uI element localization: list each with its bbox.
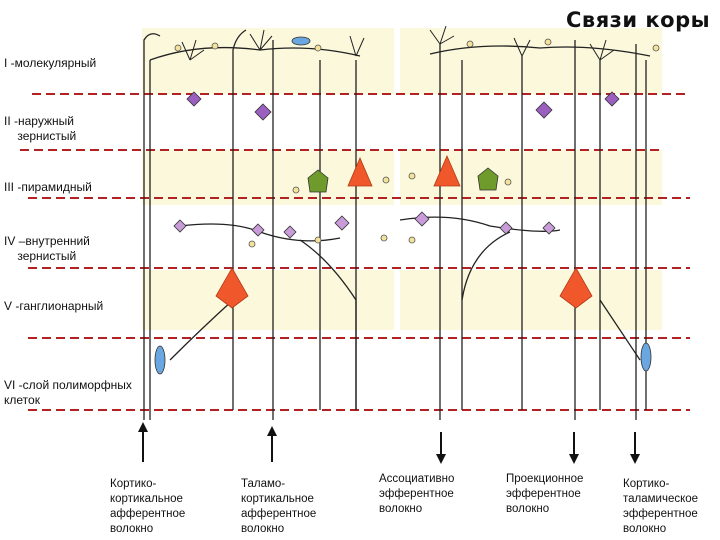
layer-boundaries	[20, 93, 690, 411]
layer-label-2: II -наружный зернистый	[4, 114, 77, 143]
pyramidal-cell-layer5	[215, 267, 249, 309]
fiber-arrows	[138, 422, 640, 464]
pyramidal-cell-layer3	[347, 156, 373, 187]
layer-label-5: V -ганглионарный	[4, 299, 104, 313]
fiber-label-5: Кортико- таламическое эфферентное волокн…	[623, 478, 699, 535]
arc-right	[461, 231, 511, 301]
stellate-cells	[186, 91, 620, 121]
tuft-4	[429, 25, 455, 45]
band-right-top	[400, 28, 662, 94]
arc-bottom-left	[169, 299, 234, 361]
granule-cell	[414, 211, 430, 227]
horizontal-cell-blue	[291, 36, 311, 46]
green-cell	[307, 169, 329, 193]
layer-label-1: I -молекулярный	[4, 56, 97, 70]
synapse	[292, 186, 300, 194]
granule-cells	[173, 211, 556, 239]
arc-left	[299, 239, 357, 410]
synapse	[211, 42, 219, 50]
stellate-cell	[535, 101, 553, 119]
green-cell	[477, 167, 499, 191]
arc-bottom-right	[599, 299, 641, 361]
arrow-up-icon	[267, 426, 277, 462]
fiber-corticocortical-afferent	[143, 33, 161, 420]
tuft-3	[349, 35, 365, 57]
arrow-down-icon	[436, 432, 446, 464]
arrow-down-icon	[569, 432, 579, 464]
synapse	[652, 44, 660, 52]
granule-cell	[283, 225, 297, 239]
page-title: Связи коры	[566, 8, 711, 32]
synapse	[504, 178, 512, 186]
fiber-label-3: Ассоциативно эфферентное волокно	[379, 473, 455, 515]
synapses	[174, 38, 660, 248]
fiber-label-4: Проекционное эфферентное волокно	[506, 473, 584, 515]
stellate-cell	[186, 91, 202, 107]
molecular-plexus-right	[429, 45, 651, 57]
pyramidal-cell-layer3	[433, 154, 461, 187]
spindle-cells	[154, 342, 652, 375]
synapse	[174, 44, 182, 52]
synapse	[382, 176, 390, 184]
synapse	[466, 40, 474, 48]
pyramidal-cells	[215, 154, 593, 309]
synapse	[544, 38, 552, 46]
fiber-label-2: Таламо- кортикальное афферентное волокно	[241, 478, 317, 535]
stellate-cell	[254, 103, 272, 121]
layer-label-6: VI -слой полиморфных клеток	[4, 378, 132, 407]
granule-cell	[542, 221, 556, 235]
layer-label-4: IV –внутренний зернистый	[4, 234, 90, 263]
green-cells	[307, 167, 499, 193]
tuft-2	[249, 29, 273, 51]
tuft-1	[181, 39, 205, 61]
tuft-6	[589, 39, 615, 61]
stellate-cell	[604, 91, 620, 107]
spindle-cell	[154, 345, 166, 375]
granule-cell	[499, 221, 513, 235]
tuft-5	[513, 37, 531, 57]
synapse	[380, 234, 388, 242]
band-left-top	[142, 28, 394, 94]
band-right-low	[400, 270, 662, 330]
band-left-low	[142, 270, 394, 330]
layer-background-bands	[142, 28, 662, 330]
fiber-label-1: Кортико- кортикальное афферентное волокн…	[110, 478, 186, 535]
spindle-cell	[640, 342, 652, 372]
synapse	[408, 236, 416, 244]
layer-label-3: III -пирамидный	[4, 180, 92, 194]
synapse	[408, 172, 416, 180]
synapse	[248, 240, 256, 248]
granule-cell	[334, 215, 350, 231]
arrow-up-icon	[138, 422, 148, 462]
pyramidal-cell-layer5	[559, 267, 593, 309]
synapse	[314, 44, 322, 52]
fiber-vertical-3	[232, 29, 247, 410]
granule-cell	[173, 219, 187, 233]
arrow-down-icon	[630, 432, 640, 464]
synapse	[314, 236, 322, 244]
granule-cell	[251, 223, 265, 237]
dendrite-tufts	[181, 25, 615, 61]
